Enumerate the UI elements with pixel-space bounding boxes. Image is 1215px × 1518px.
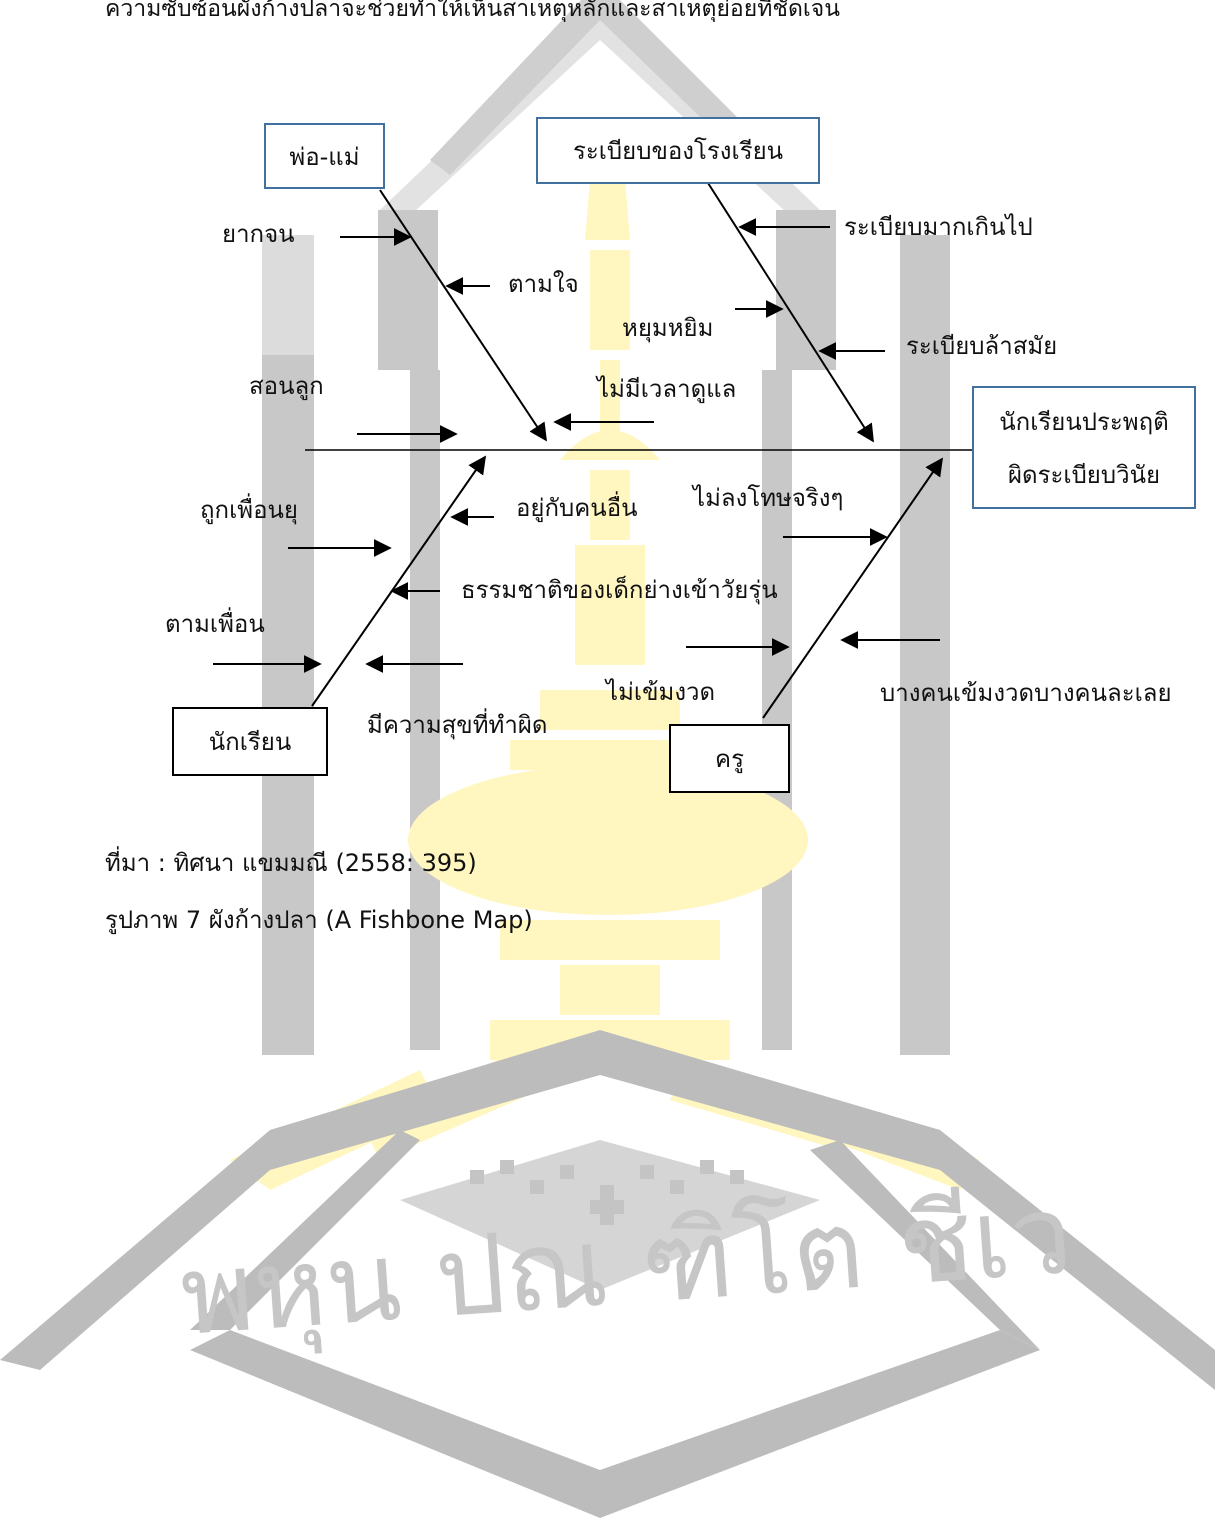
cause-no-real-punish: ไม่ลงโทษจริงๆ xyxy=(693,484,844,512)
cause-indulge: ตามใจ xyxy=(508,270,579,298)
cause-teach-children: สอนลูก xyxy=(249,372,324,400)
cause-not-strict: ไม่เข้มงวด xyxy=(606,678,716,706)
category-school-rules: ระเบียบของโรงเรียน xyxy=(536,117,820,184)
cause-too-many-rules: ระเบียบมากเกินไป xyxy=(844,213,1033,241)
effect-box: นักเรียนประพฤติ ผิดระเบียบวินัย xyxy=(972,386,1196,509)
source-text: ที่มา : ทิศนา แขมมณี (2558: 395) xyxy=(105,849,477,877)
cause-follow-friends: ตามเพื่อน xyxy=(165,610,265,638)
bone-students xyxy=(311,455,487,707)
cause-inconsistent: บางคนเข้มงวดบางคนละเลย xyxy=(880,679,1172,707)
cause-poor: ยากจน xyxy=(222,220,295,248)
cause-lax-rules: หยุมหยิม xyxy=(622,314,714,342)
bone-school-rules xyxy=(707,182,874,443)
bone-parents xyxy=(379,189,547,442)
cause-adolescence: ธรรมชาติของเด็กย่างเข้าวัยรุ่น xyxy=(461,576,778,604)
cause-live-with-others: อยู่กับคนอื่น xyxy=(516,494,638,522)
bone-teachers xyxy=(762,457,944,719)
category-parents: พ่อ-แม่ xyxy=(264,123,385,189)
cause-bullied: ถูกเพื่อนยุ xyxy=(200,496,298,524)
cause-outdated-rules: ระเบียบล้าสมัย xyxy=(906,332,1058,360)
cause-no-time: ไม่มีเวลาดูแล xyxy=(597,375,737,403)
figure-caption: รูปภาพ 7 ผังก้างปลา (A Fishbone Map) xyxy=(105,906,533,934)
header-text: ความซับซ้อนผังก้างปลาจะช่วยทำให้เห็นสาเห… xyxy=(105,0,840,22)
category-students: นักเรียน xyxy=(172,707,328,776)
category-teachers: ครู xyxy=(669,724,790,793)
cause-enjoy-wrong: มีความสุขที่ทำผิด xyxy=(367,711,548,739)
effect-line-1: นักเรียนประพฤติ xyxy=(999,407,1169,436)
effect-line-2: ผิดระเบียบวินัย xyxy=(1007,460,1161,489)
